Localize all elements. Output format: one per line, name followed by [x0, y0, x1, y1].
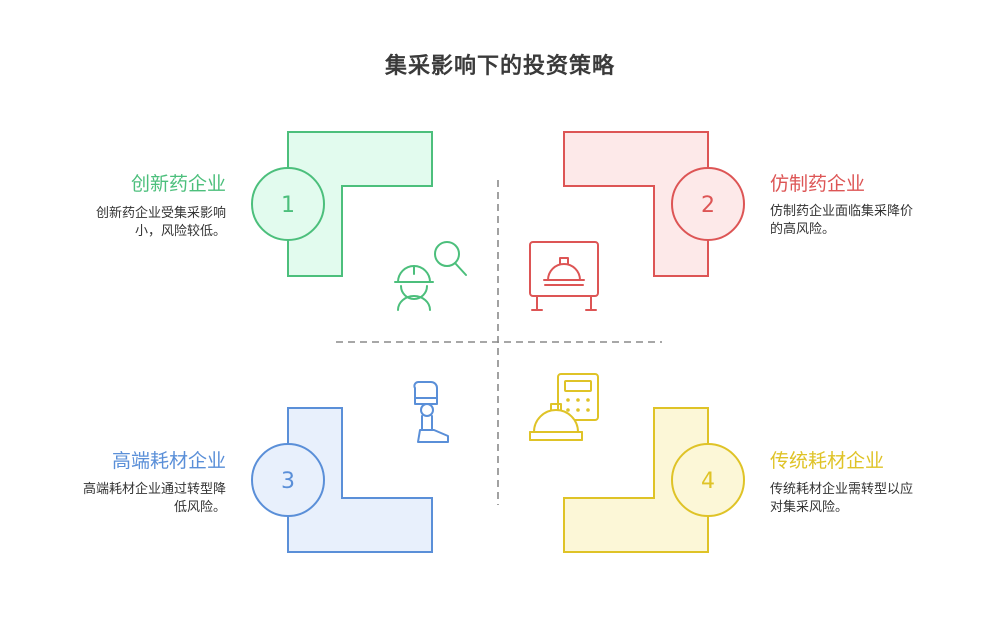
quadrant-3-number: 3: [281, 469, 295, 494]
quadrant-4-shape: [563, 407, 709, 553]
quadrant-2-number: 2: [701, 193, 715, 218]
quadrant-2-shape: [563, 131, 709, 277]
quadrant-1-description-line-1: 创新药企业受集采影响: [95, 206, 226, 221]
quadrant-2-description-line-1: 仿制药企业面临集采降价: [770, 204, 914, 219]
quadrant-1-title: 创新药企业: [130, 173, 226, 195]
quadrant-1-number: 1: [281, 193, 295, 218]
quadrant-1-description-line-2: 小，风险较低。: [134, 224, 226, 239]
quadrant-3-description-line-1: 高端耗材企业通过转型降: [82, 482, 226, 497]
quadrant-4-title: 传统耗材企业: [770, 450, 885, 472]
quadrant-2-title: 仿制药企业: [770, 173, 866, 195]
quadrant-3-number-badge: 3: [251, 443, 325, 517]
quadrant-1-number-badge: 1: [251, 167, 325, 241]
worker-magnifier-icon: [394, 241, 467, 311]
quadrant-2-number-badge: 2: [671, 167, 745, 241]
quadrant-4-number: 4: [701, 469, 715, 494]
prosthetic-leg-icon: [413, 380, 449, 443]
quadrant-4-description: 传统耗材企业需转型以应 对集采风险。: [770, 481, 945, 517]
quadrant-2-description-line-2: 的高风险。: [770, 222, 836, 237]
quadrant-4-number-badge: 4: [671, 443, 745, 517]
quadrant-1-description: 创新药企业受集采影响 小，风险较低。: [51, 205, 226, 241]
quadrant-1-shape: [287, 131, 433, 277]
quadrant-3-description-line-2: 低风险。: [173, 500, 226, 515]
quadrant-4-description-line-1: 传统耗材企业需转型以应: [770, 482, 914, 497]
quadrant-3-description: 高端耗材企业通过转型降 低风险。: [51, 481, 226, 517]
quadrant-3-title: 高端耗材企业: [111, 450, 226, 472]
hardhat-monitor-icon: [529, 241, 599, 311]
hardhat-calculator-icon: [529, 373, 599, 441]
diagram-title: 集采影响下的投资策略: [384, 54, 615, 79]
quadrant-4-description-line-2: 对集采风险。: [770, 500, 849, 515]
quadrant-2-description: 仿制药企业面临集采降价 的高风险。: [770, 203, 945, 239]
quadrant-3-shape: [287, 407, 433, 553]
